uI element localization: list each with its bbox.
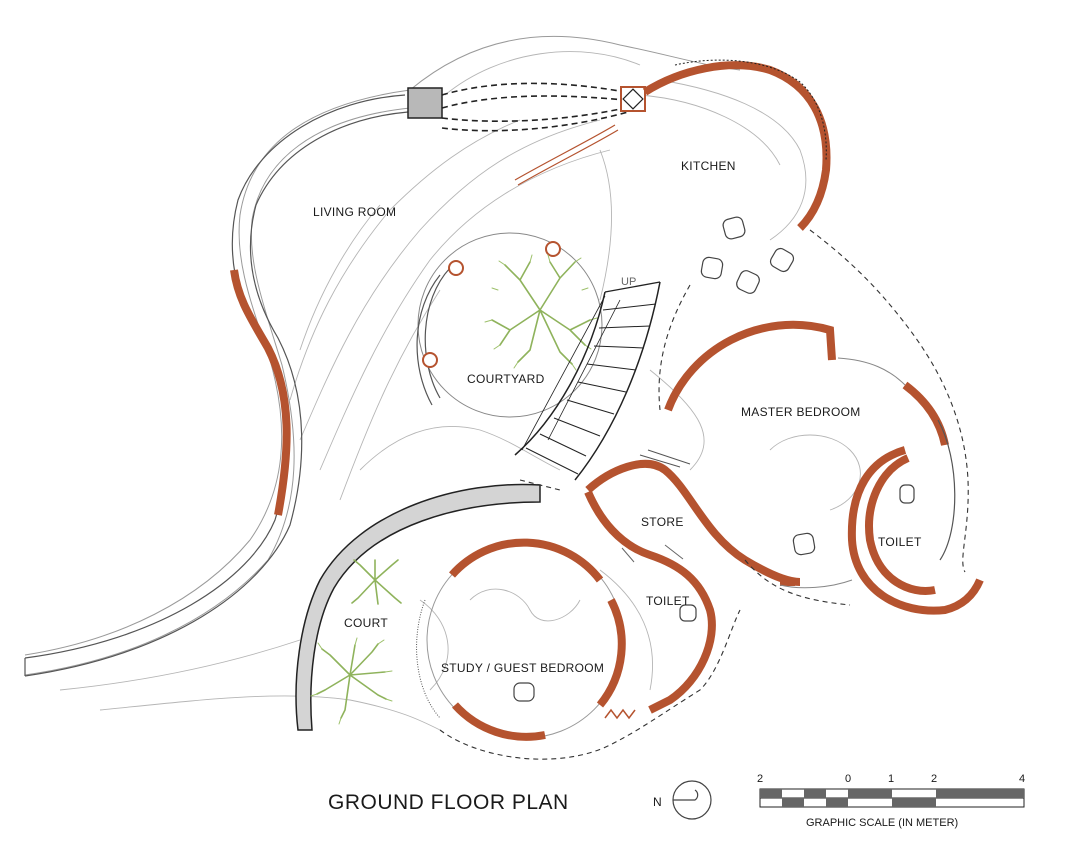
label-court: COURT [344,616,388,630]
scale-tick-1: 1 [888,773,894,785]
north-arrow: N [653,780,712,820]
scale-tick-2-left: 2 [757,773,763,785]
label-stair-up: UP [621,276,636,288]
label-store: STORE [641,515,684,529]
label-master-toilet: TOILET [878,535,922,549]
court-wall [295,483,541,731]
scale-tick-0: 0 [845,773,851,785]
kitchen-wall [514,59,831,231]
label-study-guest-bedroom: STUDY / GUEST BEDROOM [441,661,604,675]
gate-pillar [407,87,443,119]
court-tree-top [351,559,402,605]
courtyard-tree [484,254,598,371]
site-contours [24,36,861,731]
scale-tick-2: 2 [931,773,937,785]
staircase [514,281,661,481]
scale-tick-4: 4 [1019,773,1025,785]
dashed-site-boundary [439,229,969,760]
living-room-outer-wall [24,94,409,677]
courtyard-circle [416,232,603,418]
plan-title: GROUND FLOOR PLAN [328,791,569,814]
label-courtyard: COURTYARD [467,372,545,386]
study-room-walls [416,538,636,741]
master-toilet-walls [847,419,984,615]
scale-caption: GRAPHIC SCALE (IN METER) [806,817,958,829]
court-tree-bottom [310,637,393,725]
north-label: N [653,795,662,809]
pergola-beams [441,82,629,132]
kitchen-pillar [620,86,646,112]
master-bedroom-walls [639,320,949,589]
label-kitchen: KITCHEN [681,159,736,173]
store-toilet-walls [584,459,801,714]
kitchen-stools [700,216,795,294]
label-master-bedroom: MASTER BEDROOM [741,405,861,419]
graphic-scale: 2 0 1 2 4 GRAPHIC SCALE (IN METER) [757,773,1025,829]
label-living-room: LIVING ROOM [313,205,396,219]
label-toilet: TOILET [646,594,690,608]
